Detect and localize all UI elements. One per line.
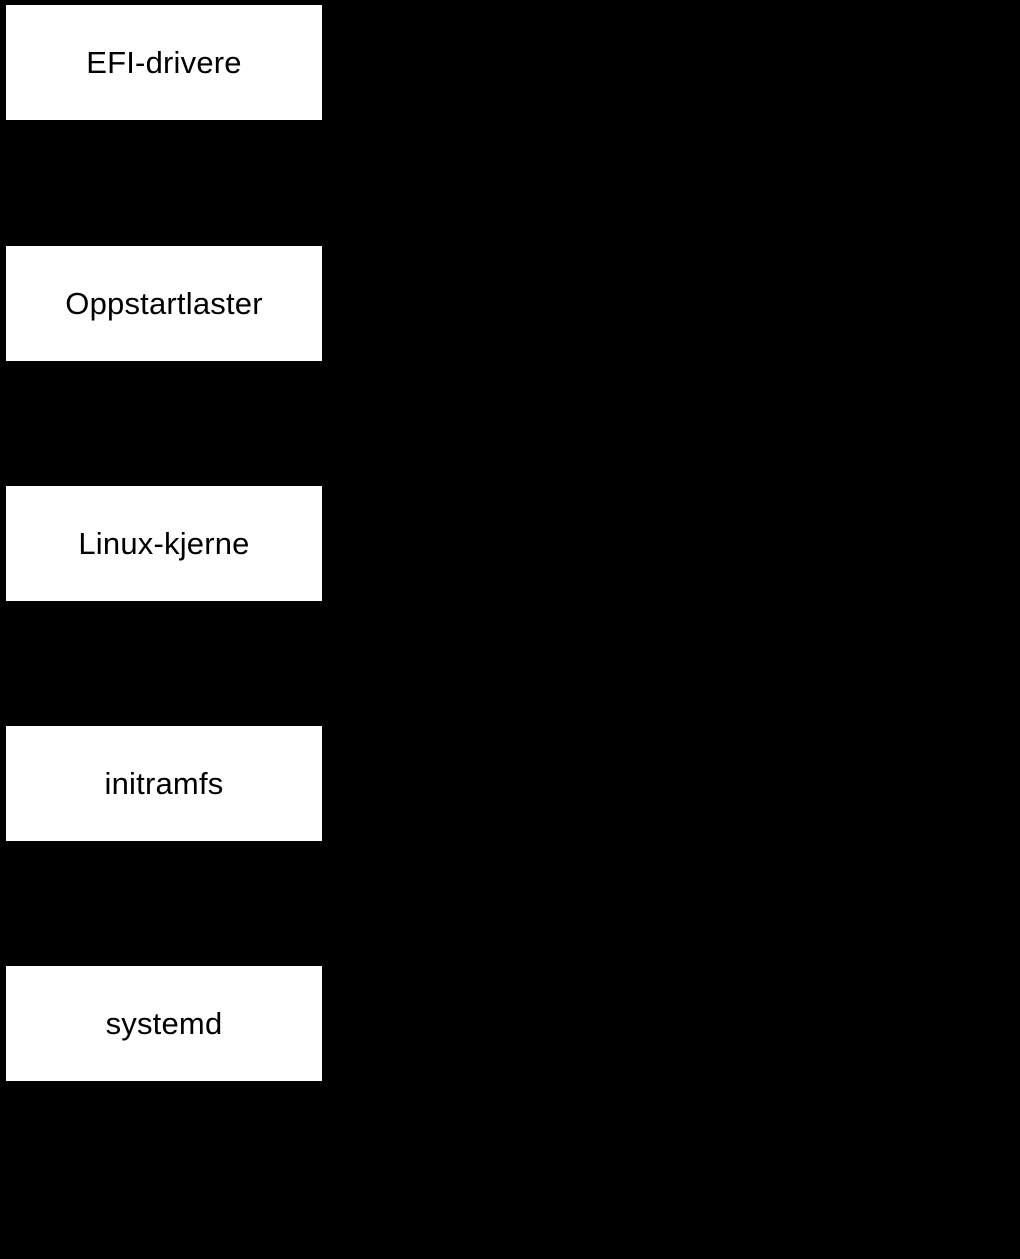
node-systemd: systemd	[6, 966, 322, 1081]
node-label: Linux-kjerne	[78, 526, 250, 561]
node-linux-kjerne: Linux-kjerne	[6, 486, 322, 601]
node-initramfs: initramfs	[6, 726, 322, 841]
node-label: Oppstartlaster	[65, 286, 263, 321]
node-label: initramfs	[104, 766, 224, 801]
node-efi-drivere: EFI-drivere	[6, 5, 322, 120]
node-label: systemd	[105, 1006, 223, 1041]
node-label: EFI-drivere	[86, 45, 242, 80]
node-oppstartlaster: Oppstartlaster	[6, 246, 322, 361]
